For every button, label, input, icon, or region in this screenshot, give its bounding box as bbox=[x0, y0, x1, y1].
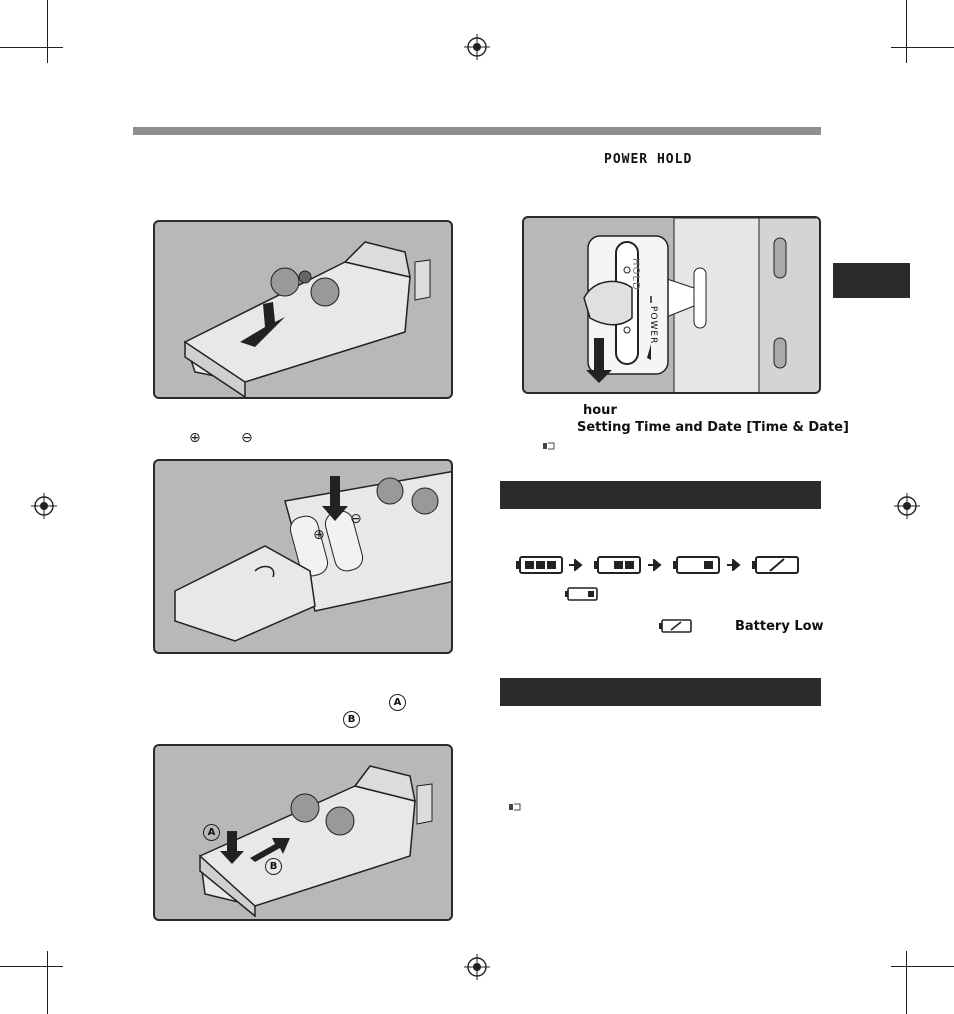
power-hold-label: POWER HOLD bbox=[604, 152, 693, 167]
registration-mark-icon bbox=[464, 954, 490, 980]
minus-terminal-icon: ⊖ bbox=[241, 430, 253, 446]
arrow-right-icon bbox=[648, 559, 662, 571]
marker-b: B bbox=[343, 711, 360, 728]
figure-open-cover bbox=[153, 220, 453, 399]
battery-level-icon bbox=[565, 587, 598, 601]
battery-low-label: Battery Low bbox=[735, 619, 824, 634]
battery-level-icon bbox=[516, 556, 563, 574]
marker-a: A bbox=[389, 694, 406, 711]
figure-insert-batteries: ⊕ ⊖ bbox=[153, 459, 453, 654]
arrow-right-icon bbox=[569, 559, 583, 571]
crop-mark bbox=[891, 966, 954, 967]
setting-time-date-link[interactable]: Setting Time and Date [Time & Date] bbox=[577, 420, 849, 435]
crop-mark bbox=[891, 47, 954, 48]
battery-level-icon bbox=[673, 556, 720, 574]
power-label: POWER bbox=[648, 306, 658, 345]
hold-label: HOLD bbox=[630, 258, 641, 291]
crop-mark bbox=[906, 0, 907, 63]
figure-close-cover: A B bbox=[153, 744, 453, 921]
arrow-right-icon bbox=[727, 559, 741, 571]
svg-text:⊕: ⊕ bbox=[313, 527, 325, 543]
crop-mark bbox=[0, 966, 63, 967]
battery-empty-icon bbox=[659, 619, 692, 633]
figure-power-switch: HOLD POWER bbox=[522, 216, 821, 394]
section-header-battery bbox=[500, 481, 821, 509]
svg-text:⊖: ⊖ bbox=[350, 511, 362, 527]
crop-mark bbox=[47, 0, 48, 63]
battery-level-icon bbox=[594, 556, 641, 574]
section-header-power bbox=[500, 678, 821, 706]
chapter-tab bbox=[833, 263, 910, 298]
reference-icon bbox=[543, 442, 555, 450]
registration-mark-icon bbox=[894, 493, 920, 519]
marker-a: A bbox=[203, 824, 220, 841]
crop-mark bbox=[47, 951, 48, 1014]
reference-icon bbox=[509, 803, 521, 811]
crop-mark bbox=[0, 47, 63, 48]
plus-terminal-icon: ⊕ bbox=[189, 430, 201, 446]
marker-b: B bbox=[265, 858, 282, 875]
registration-mark-icon bbox=[464, 34, 490, 60]
header-bar bbox=[133, 127, 821, 135]
crop-mark bbox=[906, 951, 907, 1014]
battery-empty-icon bbox=[752, 556, 799, 574]
hour-label: hour bbox=[583, 403, 617, 418]
registration-mark-icon bbox=[31, 493, 57, 519]
